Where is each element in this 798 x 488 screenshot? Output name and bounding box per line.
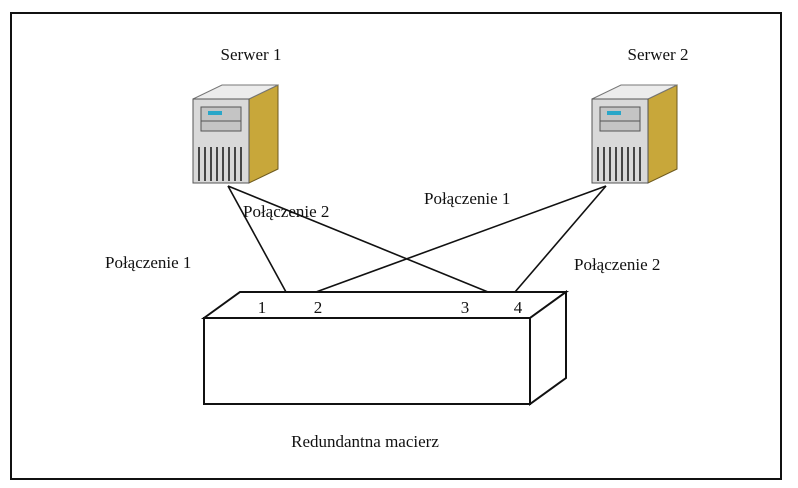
connection-label-s1-c1: Połączenie 1 (105, 253, 191, 272)
server-2-label: Serwer 2 (628, 45, 689, 64)
server-1-label: Serwer 1 (221, 45, 282, 64)
redundant-array (200, 290, 570, 406)
server-2-screen (607, 111, 621, 115)
line-s1-port1 (227, 185, 287, 293)
array-front-face (203, 317, 531, 405)
connection-label-s2-c1: Połączenie 1 (424, 189, 510, 208)
line-s1-port3 (227, 185, 489, 293)
server-2-drive-bay (599, 106, 641, 132)
server-1-side (248, 84, 279, 184)
server-2-side (647, 84, 678, 184)
server-1 (192, 84, 279, 184)
line-s2-port2 (315, 185, 607, 293)
connection-label-s1-c2: Połączenie 2 (243, 202, 329, 221)
port-label-3: 3 (461, 298, 470, 317)
port-label-1: 1 (258, 298, 267, 317)
server-1-screen (208, 111, 222, 115)
line-s2-port4 (514, 185, 607, 293)
server-2-vents (597, 147, 641, 181)
port-label-4: 4 (514, 298, 523, 317)
array-label: Redundantna macierz (291, 432, 439, 451)
server-2 (591, 84, 678, 184)
server-1-vents (198, 147, 242, 181)
server-1-drive-bay (200, 106, 242, 132)
connection-label-s2-c2: Połączenie 2 (574, 255, 660, 274)
port-label-2: 2 (314, 298, 323, 317)
connection-lines (227, 185, 607, 293)
